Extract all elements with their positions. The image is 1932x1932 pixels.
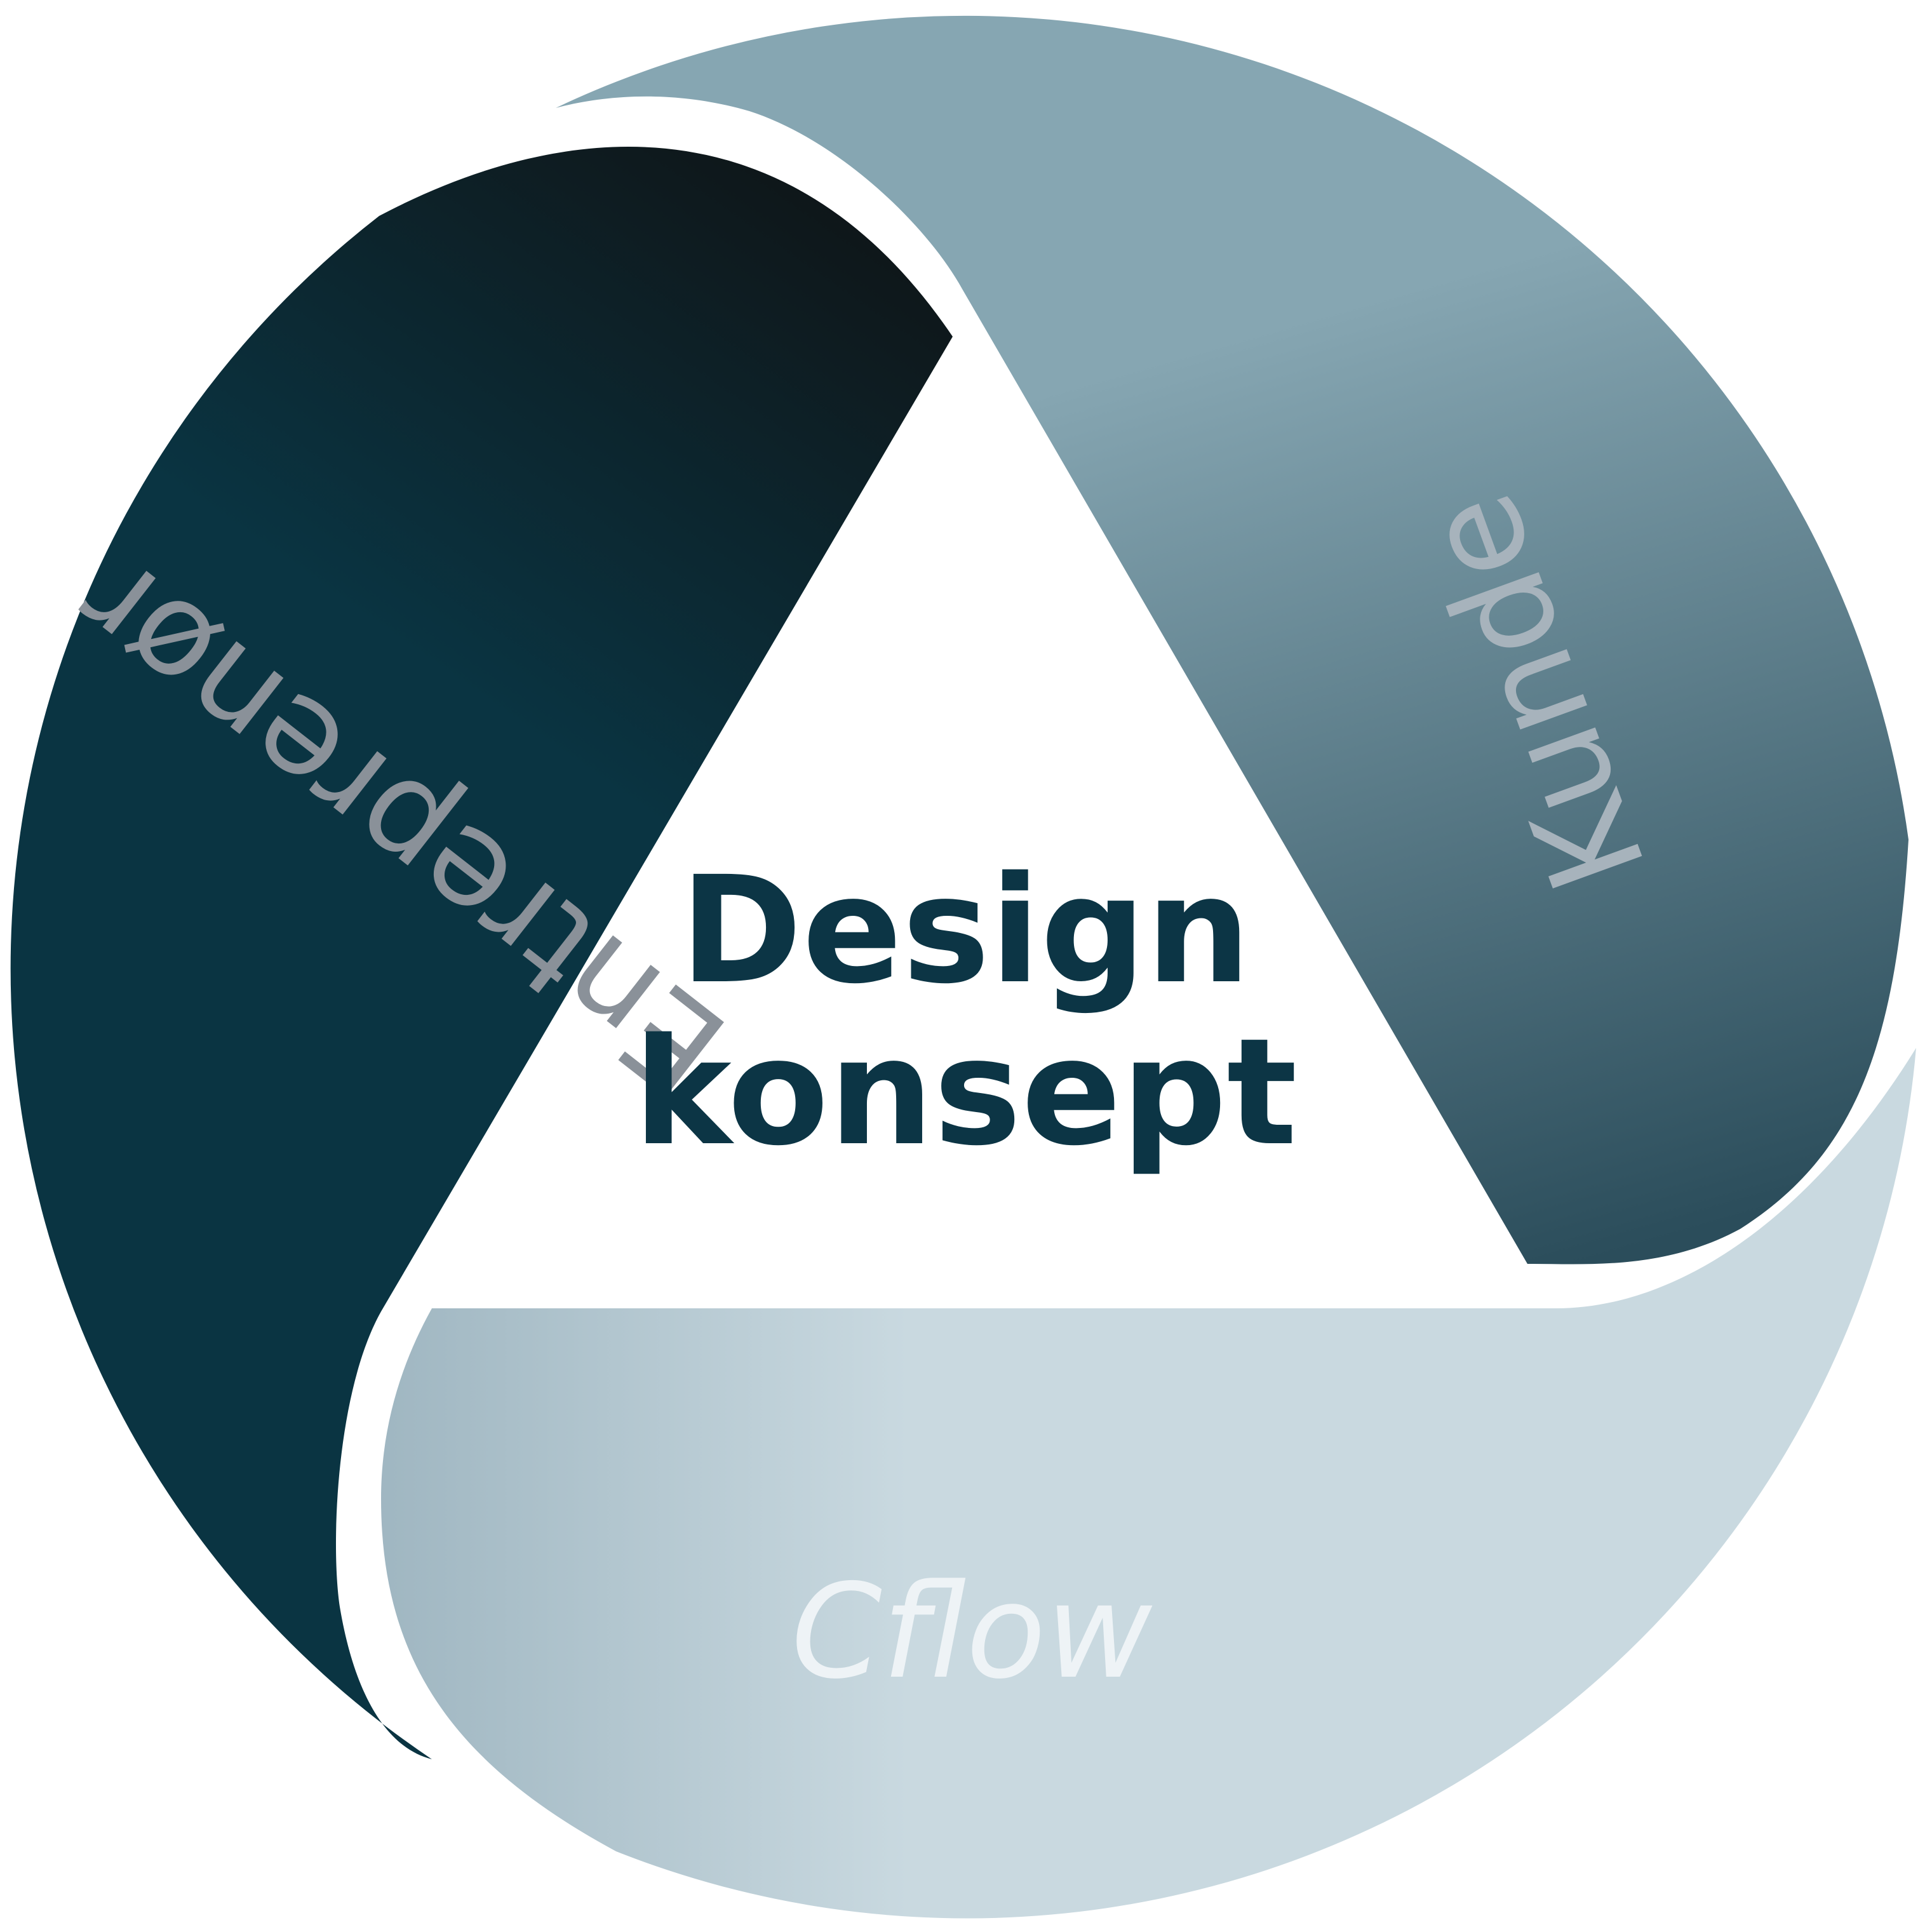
segment-entreprenor	[10, 147, 953, 1759]
center-title-line1: Design	[680, 845, 1251, 1016]
segment-cflow	[381, 1048, 1916, 1919]
center-title-line2: konsept	[633, 1007, 1297, 1178]
segment-label-cflow: Cflow	[791, 1557, 1153, 1708]
segment-kunde	[556, 15, 1909, 1265]
